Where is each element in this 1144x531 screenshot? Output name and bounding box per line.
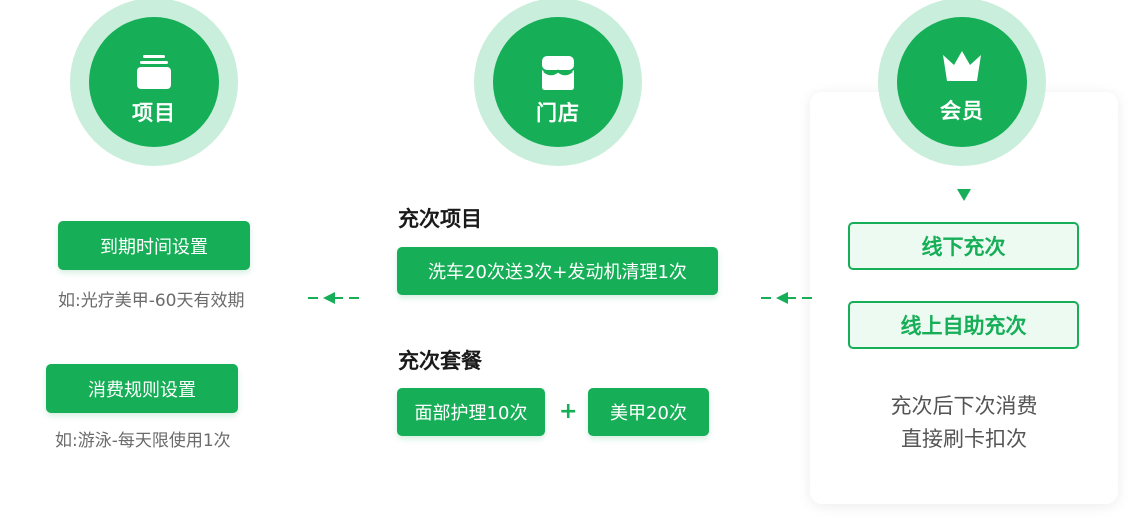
store-disc: 门店 (493, 17, 623, 147)
recharge-item-button[interactable]: 洗车20次送3次+发动机清理1次 (397, 247, 718, 295)
inbox-tray-icon (134, 53, 174, 97)
member-desc-line1: 充次后下次消费 (890, 394, 1038, 418)
member-desc-line2: 直接刷卡扣次 (901, 427, 1027, 451)
project-label: 项目 (132, 101, 176, 125)
store-label: 门店 (536, 101, 580, 125)
plus-sign: + (559, 399, 578, 424)
member-disc: 会员 (897, 17, 1027, 147)
dashed-arrow-left-icon (306, 290, 362, 310)
package-item-2-button[interactable]: 美甲20次 (588, 388, 709, 436)
offline-recharge-button[interactable]: 线下充次 (848, 222, 1079, 270)
recharge-package-heading: 充次套餐 (398, 349, 482, 373)
arrow-down-icon (956, 187, 972, 206)
expiry-note: 如:光疗美甲-60天有效期 (58, 291, 245, 311)
rules-setting-button[interactable]: 消费规则设置 (46, 364, 238, 413)
storefront-icon (538, 53, 578, 97)
package-item-1-button[interactable]: 面部护理10次 (397, 388, 545, 436)
store-node: 门店 (474, 0, 642, 166)
online-recharge-button[interactable]: 线上自助充次 (848, 301, 1079, 349)
project-disc: 项目 (89, 17, 219, 147)
rules-note: 如:游泳-每天限使用1次 (55, 431, 231, 451)
expiry-setting-button[interactable]: 到期时间设置 (58, 221, 250, 270)
project-node: 项目 (70, 0, 238, 166)
recharge-items-heading: 充次项目 (398, 207, 482, 231)
member-label: 会员 (940, 99, 984, 123)
dashed-arrow-left-icon (759, 290, 815, 310)
crown-icon (940, 47, 984, 91)
member-node: 会员 (878, 0, 1046, 166)
